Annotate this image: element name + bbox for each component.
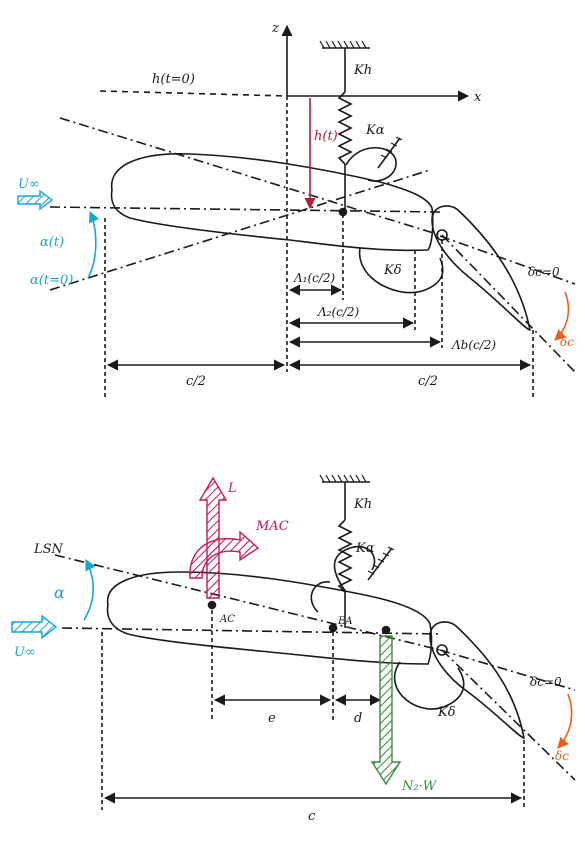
lambda-2-label: Λ₂(c/2)	[317, 305, 360, 319]
ground-hatch-icon	[319, 474, 370, 483]
flap-bottom	[429, 621, 525, 739]
delta-c-arc-bottom	[557, 693, 573, 749]
ea-dot	[328, 623, 338, 633]
airfoil-main	[110, 153, 434, 252]
alpha-arc	[83, 558, 96, 621]
ea-label: EA	[337, 616, 353, 627]
alpha-t-arc	[87, 210, 100, 279]
delta-c-bottom-label: δc	[555, 749, 569, 763]
moment-label: MAC	[255, 519, 289, 534]
weight-arrow-icon	[370, 625, 402, 786]
c-half-right-label: c/2	[418, 374, 438, 389]
spring-icon	[337, 519, 353, 593]
delta-c-arc	[554, 291, 570, 341]
spring-icon	[337, 91, 353, 165]
ac-label: AC	[219, 614, 235, 625]
lift-arrow-icon	[198, 476, 228, 599]
ground-hatch-icon	[319, 40, 370, 49]
flap-hinge-bottom	[436, 644, 448, 656]
blue-arrow-icon	[11, 614, 58, 640]
chord-label: c	[308, 809, 316, 824]
u-inf-top-label: U∞	[18, 177, 40, 192]
delta-c0-top-label: δc=0	[528, 265, 560, 279]
c-half-left-label: c/2	[186, 374, 206, 389]
lambda-1-label: Λ₁(c/2)	[293, 271, 336, 285]
kh-bottom-label: Kh	[353, 497, 372, 512]
delta-c-top-label: δc	[560, 335, 574, 349]
kalpha-top-label: Kα	[365, 123, 385, 138]
alpha-label: α	[54, 583, 65, 602]
x-axis-label: x	[474, 90, 482, 105]
kalpha-bottom-label: Kα	[355, 541, 375, 556]
moment-arrow-icon	[189, 530, 260, 579]
kh-top-label: Kh	[353, 63, 372, 78]
lift-label: L	[227, 481, 237, 496]
kdelta-top-label: Kδ	[383, 263, 402, 278]
z-axis-label: z	[271, 21, 279, 36]
kdelta-bottom-label: Kδ	[437, 705, 456, 720]
u-inf-bottom-label: U∞	[14, 645, 36, 660]
blue-arrow-icon	[17, 189, 54, 211]
h-t0-dash	[99, 90, 288, 97]
h-t-label: h(t)	[314, 129, 338, 144]
h-t0-label: h(t=0)	[152, 72, 195, 87]
alpha-t0-label: α(t=0)	[30, 273, 73, 288]
bottom-diagram	[11, 474, 576, 810]
ac-dot	[207, 600, 217, 610]
lambda-b-label: Λb(c/2)	[451, 338, 496, 352]
e-label: e	[268, 711, 276, 726]
alpha-t-label: α(t)	[40, 235, 64, 250]
d-label: d	[354, 711, 362, 726]
top-diagram	[17, 24, 576, 400]
delta-c0-bottom-label: δc=0	[530, 675, 562, 689]
weight-label: N₂·W	[401, 779, 438, 794]
lsn-label: LSN	[33, 542, 64, 557]
